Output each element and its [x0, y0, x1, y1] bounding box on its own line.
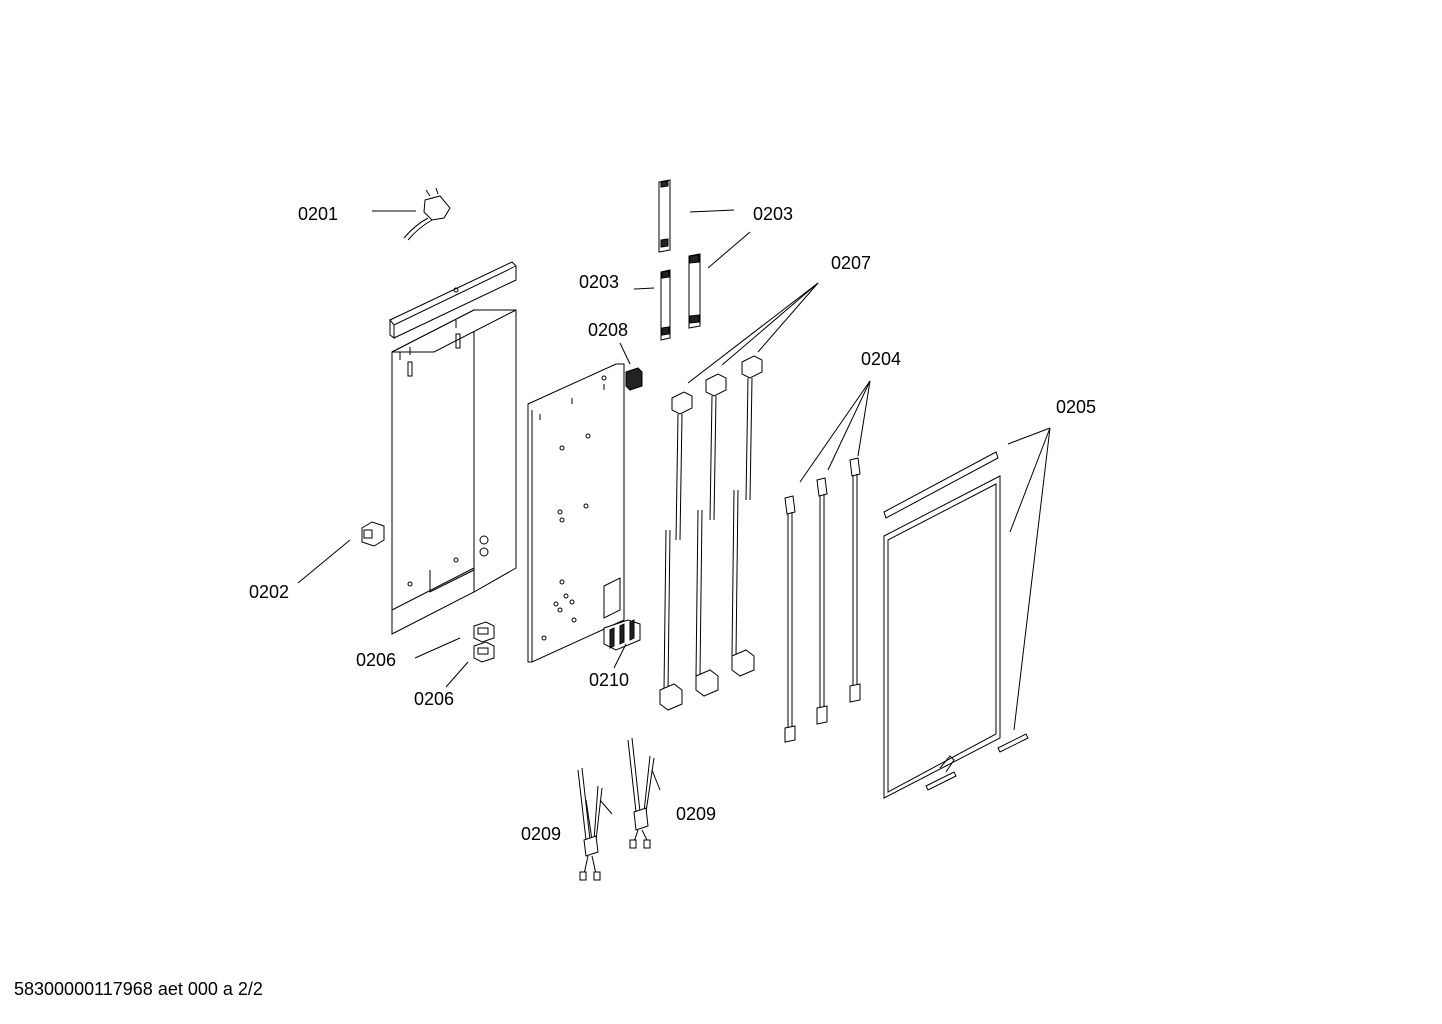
part-0205-bottom-pieces: [925, 733, 1029, 791]
part-0206-clip-lower: [473, 641, 495, 663]
part-0203-bracket-left: [660, 269, 671, 341]
label-0210: 0210: [589, 670, 629, 690]
part-0203-bracket-top: [658, 179, 671, 253]
leader-0203-right: [707, 231, 751, 269]
leader-0202: [297, 539, 351, 584]
part-0202-connector: [361, 521, 385, 547]
label-0203-right: 0203: [753, 204, 793, 224]
leader-0204-b: [827, 380, 871, 471]
leader-0206-upper: [414, 637, 461, 659]
part-top-bracket: [389, 261, 517, 339]
leader-0205-c: [1013, 427, 1051, 731]
part-0205-top-strip: [883, 451, 999, 519]
part-0205-frame: [883, 475, 1001, 799]
part-0204-tube-3: [849, 457, 861, 703]
leader-0208: [619, 342, 631, 365]
leader-0207-c: [757, 282, 819, 353]
leader-0206-lower: [445, 661, 469, 688]
label-0209-right: 0209: [676, 804, 716, 824]
leader-0207-b: [721, 282, 819, 366]
label-0206-upper: 0206: [356, 650, 396, 670]
leader-0204-c: [857, 380, 871, 457]
document-id: 58300000117968 aet 000 a 2/2: [14, 979, 263, 999]
part-0209-loom-left: [577, 767, 613, 881]
label-0205: 0205: [1056, 397, 1096, 417]
label-0206-lower: 0206: [414, 689, 454, 709]
part-0201-plug: [403, 187, 451, 241]
part-mounting-plate: [527, 363, 625, 663]
part-0208-clip: [625, 367, 643, 391]
leader-0203-left: [633, 287, 655, 290]
label-0203-left: 0203: [579, 272, 619, 292]
part-0204-tube-1: [784, 495, 796, 743]
part-0206-clip-upper: [473, 621, 495, 643]
leader-0205-a: [1007, 427, 1051, 445]
leader-0204-a: [799, 380, 871, 483]
part-0210-terminal: [603, 619, 641, 651]
label-0202: 0202: [249, 582, 289, 602]
part-0203-bracket-right: [688, 253, 701, 329]
part-0207-harness-1: [659, 391, 693, 711]
label-0208: 0208: [588, 320, 628, 340]
leader-0207-a: [687, 282, 819, 384]
label-0207: 0207: [831, 253, 871, 273]
part-0207-harness-2: [695, 373, 727, 697]
leader-0203-top: [689, 209, 735, 213]
label-0209-left: 0209: [521, 824, 561, 844]
label-0201: 0201: [298, 204, 338, 224]
part-0204-tube-2: [816, 477, 828, 725]
leader-0210: [613, 643, 627, 669]
part-0207-harness-3: [731, 355, 763, 677]
part-0209-loom-right: [627, 737, 661, 849]
part-back-panel: [391, 309, 517, 635]
leader-0205-b: [1009, 427, 1051, 533]
label-0204: 0204: [861, 349, 901, 369]
